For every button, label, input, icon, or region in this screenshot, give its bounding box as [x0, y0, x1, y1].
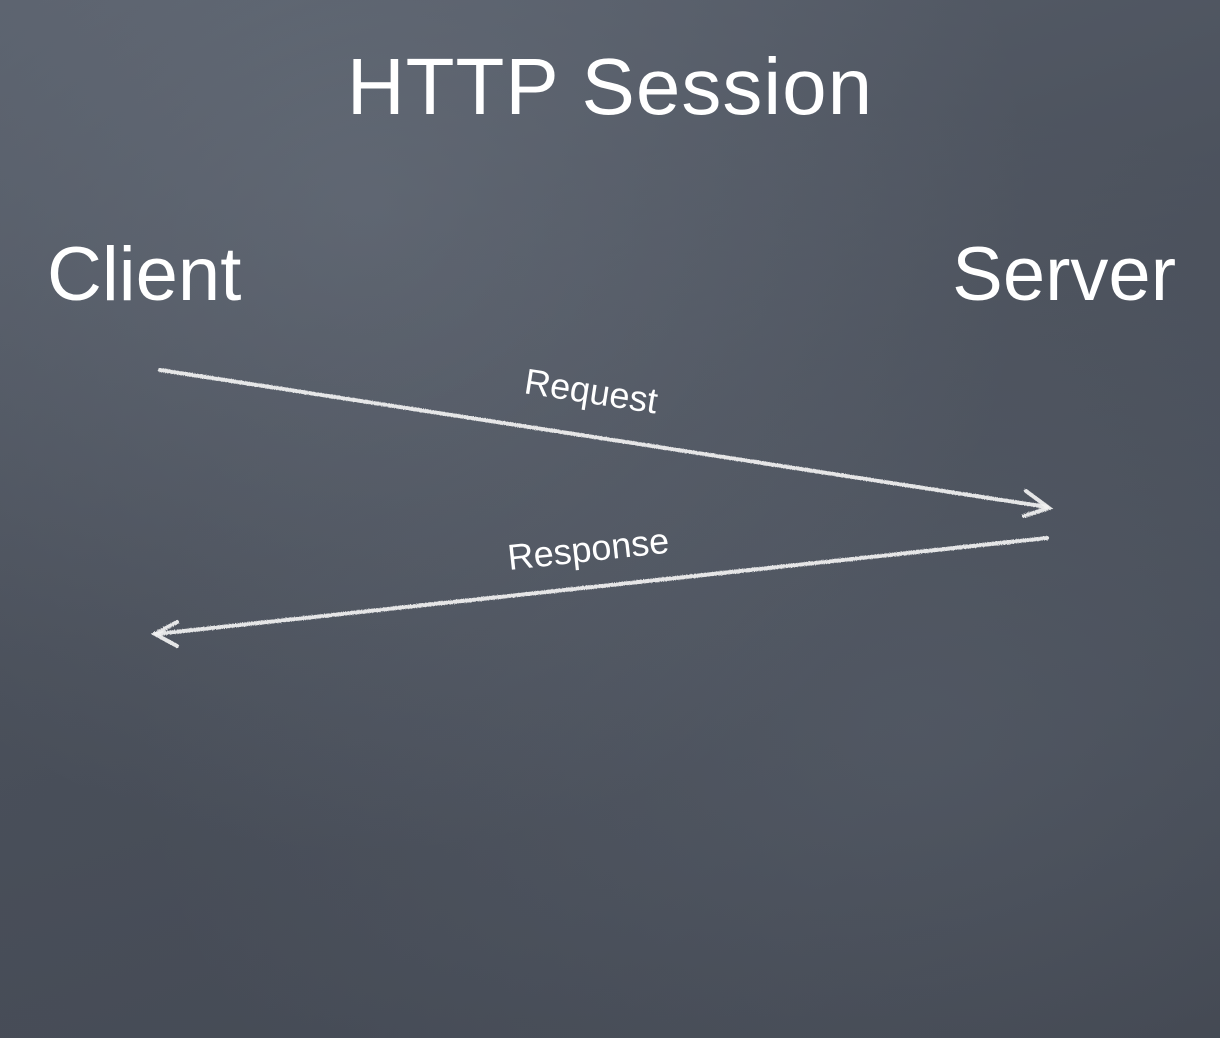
client-label: Client: [47, 232, 242, 317]
request-label: Request: [522, 360, 661, 421]
slide-title: HTTP Session: [346, 42, 874, 131]
request-arrow: [158, 368, 1054, 518]
response-arrow: [150, 536, 1049, 648]
server-label: Server: [952, 232, 1176, 317]
response-label: Response: [505, 520, 671, 578]
